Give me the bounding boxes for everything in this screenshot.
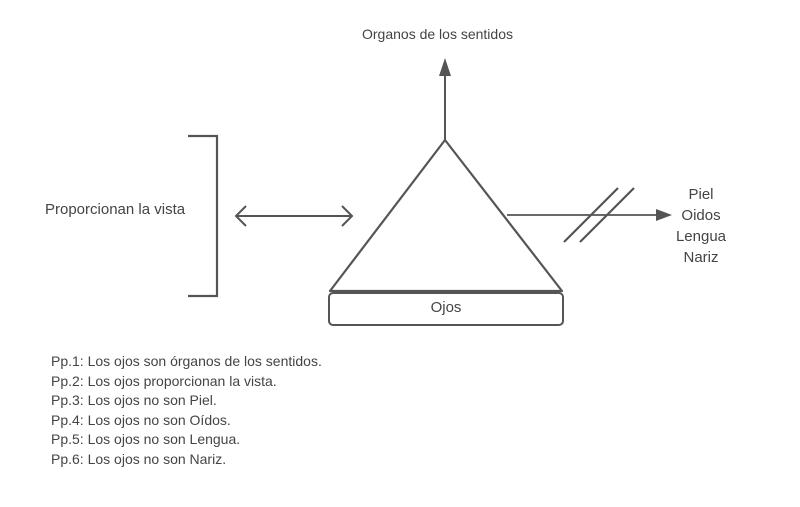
proposition: Pp.5: Los ojos no son Lengua. (51, 431, 241, 447)
excluded-senses-list: Piel Oidos Lengua Nariz (665, 184, 737, 268)
double-arrow-icon (234, 205, 354, 227)
proposition: Pp.2: Los ojos proporcionan la vista. (51, 372, 277, 389)
excluded-item: Lengua (675, 228, 727, 245)
base-box (328, 292, 564, 326)
triangle-shape (328, 138, 564, 293)
excluded-item: Piel (688, 186, 714, 203)
proposition: Pp.4: Los ojos no son Oídos. (51, 411, 231, 428)
left-label: Proporcionan la vista (45, 201, 186, 218)
top-label: Organos de los sentidos (362, 26, 513, 42)
proposition: Pp.6: Los ojos no son Nariz. (51, 450, 227, 467)
propositions-list: Pp.1: Los ojos son órganos de los sentid… (51, 352, 322, 469)
proposition: Pp.1: Los ojos son órganos de los sentid… (51, 353, 322, 369)
right-arrow-icon (507, 209, 672, 221)
up-arrow-icon (439, 58, 451, 140)
proposition: Pp.3: Los ojos no son Piel. (51, 392, 217, 408)
excluded-item: Nariz (683, 249, 719, 266)
bracket-shape (188, 134, 219, 298)
negation-slash-icon (563, 187, 635, 243)
base-label: Ojos (430, 299, 462, 316)
excluded-item: Oidos (681, 207, 721, 224)
